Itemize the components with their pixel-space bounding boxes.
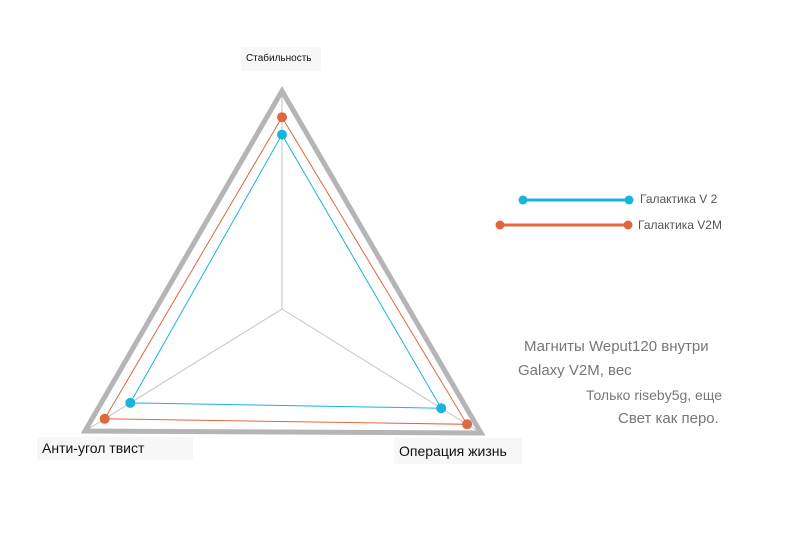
note-line-3: Только riseby5g, еще bbox=[586, 387, 722, 403]
series-1-point-0 bbox=[277, 112, 287, 123]
note-line-4: Свет как перо. bbox=[618, 410, 719, 427]
radar-spoke-1 bbox=[281, 308, 482, 434]
series-polygon-1 bbox=[103, 116, 468, 425]
legend-label-galaxy-v2m: Галактика V2M bbox=[638, 218, 722, 232]
radar-grid bbox=[80, 86, 486, 436]
radar-spoke-2 bbox=[84, 308, 283, 432]
axis-label-stability: Стабильность bbox=[241, 47, 321, 71]
note-line-2: Galaxy V2M, вес bbox=[518, 362, 632, 379]
axis-label-anti-twist: Анти-угол твист bbox=[37, 437, 193, 460]
series-0-point-1 bbox=[436, 403, 447, 414]
legend-dot-end-0 bbox=[624, 195, 634, 205]
series-0-point-2 bbox=[125, 397, 136, 408]
radar-series bbox=[99, 112, 473, 430]
series-polygon-0 bbox=[129, 133, 443, 409]
legend-label-galaxy-v2: Галактика V 2 bbox=[640, 192, 718, 206]
note-line-1: Магниты Weput120 внутри bbox=[524, 338, 709, 355]
legend-dot-start-0 bbox=[518, 195, 528, 205]
legend-dot-start-1 bbox=[495, 220, 505, 230]
axis-label-life-operation: Операция жизнь bbox=[394, 438, 522, 464]
series-0-point-0 bbox=[277, 129, 287, 140]
series-1-point-2 bbox=[99, 413, 110, 424]
legend-dot-end-1 bbox=[623, 220, 633, 230]
radar-frame bbox=[80, 86, 486, 436]
series-1-point-1 bbox=[462, 419, 473, 430]
legend-swatches bbox=[495, 195, 634, 230]
